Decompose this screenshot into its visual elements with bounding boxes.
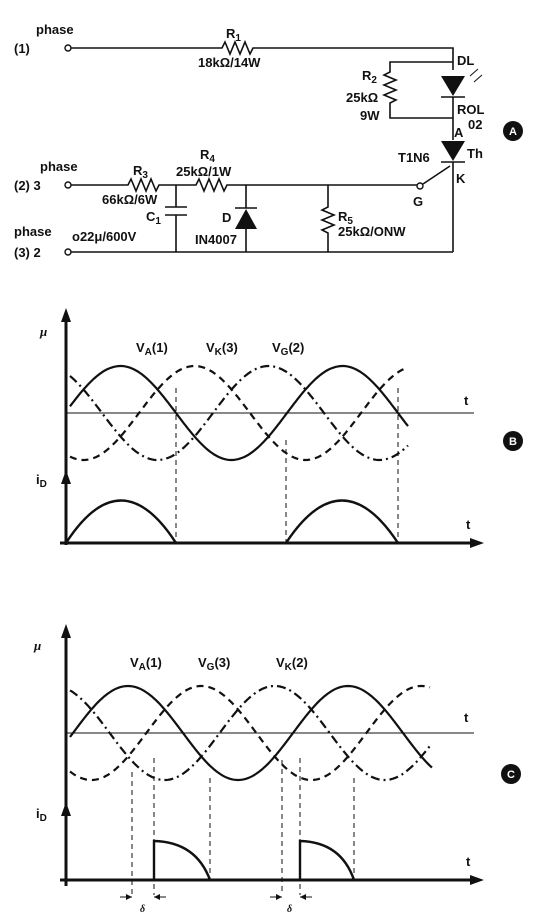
- thyristor-cathode-label: K: [456, 171, 466, 186]
- svg-text:A: A: [509, 126, 517, 138]
- r2-label: R2: [362, 68, 377, 86]
- led-label: DL: [457, 53, 474, 68]
- r3-value: 66kΩ/6W: [102, 192, 158, 207]
- delta-marker-1: δ: [120, 894, 166, 915]
- r2-value2: 9W: [360, 108, 380, 123]
- r2-wire: [381, 61, 453, 119]
- thyristor-th-label: Th: [467, 146, 483, 161]
- graph-c-curve1-label: VA(1): [130, 655, 162, 673]
- thyristor-symbol: [441, 141, 465, 161]
- graph-c-x-label: t: [464, 710, 469, 725]
- phase2-number: (2) 3: [14, 178, 41, 193]
- svg-text:δ: δ: [287, 904, 292, 915]
- svg-text:δ: δ: [140, 904, 145, 915]
- delta-marker-2: δ: [270, 894, 312, 915]
- diode-label: D: [222, 210, 231, 225]
- c1-label: C1: [146, 209, 161, 227]
- svg-text:C: C: [507, 769, 515, 781]
- led-value1: ROL: [457, 102, 485, 117]
- graph-c: μ t VA(1) VG(3) VK(2) iD t δ: [33, 624, 521, 915]
- led-emission-arrows: [469, 68, 483, 83]
- graph-b-curve2-label: VK(3): [206, 340, 238, 358]
- graph-c-current-pulse-1: [152, 839, 212, 881]
- diode-symbol: [235, 209, 257, 229]
- r5-wire: [319, 185, 337, 252]
- graph-c-curve3-label: VK(2): [276, 655, 308, 673]
- r1-label: R1: [226, 26, 241, 44]
- badge-b: [503, 431, 523, 451]
- graph-b-curve3-label: VG(2): [272, 340, 304, 358]
- r5-value: 25kΩ/ONW: [338, 224, 406, 239]
- phase1-wire: [71, 39, 454, 70]
- thyristor-gate-label: G: [413, 194, 423, 209]
- graph-b-current-pulse-2: [284, 499, 400, 544]
- thyristor-anode-label: A: [454, 125, 464, 140]
- phase1-terminal: [64, 44, 72, 52]
- led-symbol: [441, 76, 465, 96]
- phase2-label: phase: [40, 159, 78, 174]
- r3-label: R3: [133, 163, 148, 181]
- svg-text:B: B: [509, 436, 517, 448]
- phase3-terminal: [64, 248, 72, 256]
- phase1-label: phase: [36, 22, 74, 37]
- r2-value1: 25kΩ: [346, 90, 378, 105]
- graph-c-t2-label: t: [466, 854, 471, 869]
- graph-b-id-label: iD: [36, 472, 47, 490]
- graph-b-curve1-label: VA(1): [136, 340, 168, 358]
- graph-b-y-label: μ: [39, 324, 47, 339]
- phase1-number: (1): [14, 41, 30, 56]
- badge-a: [503, 121, 523, 141]
- led-value2: 02: [468, 117, 482, 132]
- graph-c-current-pulse-2: [298, 839, 356, 881]
- r4-label: R4: [200, 147, 215, 165]
- graph-c-y-label: μ: [33, 638, 41, 653]
- phase2-wire: [71, 176, 417, 194]
- r1-value: 18kΩ/14W: [198, 55, 261, 70]
- r5-label: R5: [338, 209, 353, 227]
- graph-b-x-label: t: [464, 393, 469, 408]
- phase3-label: phase: [14, 224, 52, 239]
- graph-c-curve2-label: VG(3): [198, 655, 230, 673]
- graph-c-id-label: iD: [36, 806, 47, 824]
- badge-c: [501, 764, 521, 784]
- graph-b: μ t VA(1) VK(3) VG(2) iD t B: [36, 308, 523, 548]
- diode-value: IN4007: [195, 232, 237, 247]
- c1-value: o22μ/600V: [72, 229, 137, 244]
- circuit-section: phase (1) phase (2) 3 phase (3) 2 R1 18k…: [14, 22, 523, 260]
- graph-b-current-pulse-1: [64, 499, 178, 544]
- phase2-terminal: [64, 181, 72, 189]
- thyristor-name: T1N6: [398, 150, 430, 165]
- graph-b-va-curve: [69, 364, 409, 462]
- graph-c-vg-curve: [69, 684, 431, 782]
- r4-value: 25kΩ/1W: [176, 164, 232, 179]
- c1-wire: [165, 185, 187, 252]
- graph-b-vg-curve: [69, 364, 409, 462]
- gate-terminal: [416, 182, 424, 190]
- thyristor-gate-wire: [422, 165, 451, 185]
- phase3-number: (3) 2: [14, 245, 41, 260]
- graph-c-va-curve: [69, 684, 433, 782]
- graph-b-t2-label: t: [466, 517, 471, 532]
